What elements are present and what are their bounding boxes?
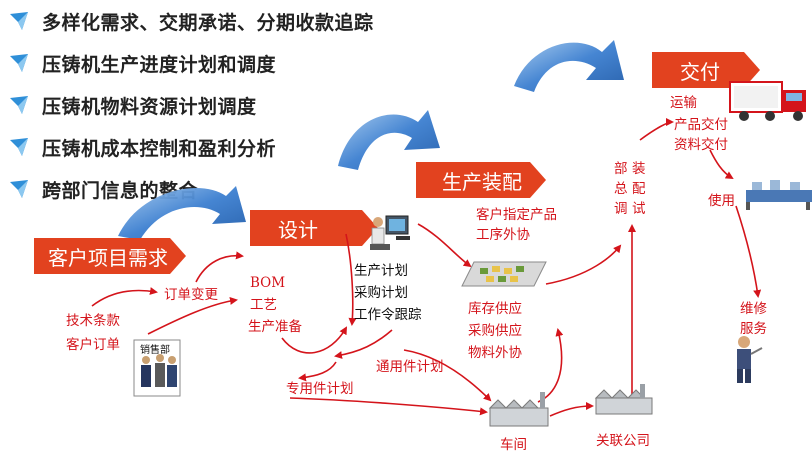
bullet-item: 多样化需求、交期承诺、分期收款追踪 [8, 6, 374, 36]
node-doc-delivery: 资料交付 [674, 137, 728, 153]
node-process: 工艺 [250, 297, 277, 313]
stage-banner-shape [652, 52, 760, 88]
bullet-text: 压铸机物料资源计划调度 [42, 95, 257, 118]
bullet-item: 压铸机生产进度计划和调度 [8, 48, 276, 78]
node-assemble-char: 配 [632, 181, 646, 197]
node-assemble-char: 总 [614, 181, 628, 197]
bullet-text: 多样化需求、交期承诺、分期收款追踪 [42, 11, 374, 34]
node-affiliate: 关联公司 [596, 433, 650, 449]
blue-arrow-bullet-icon [10, 12, 28, 30]
node-assemble-char: 试 [632, 201, 646, 217]
node-customer-specified: 客户指定产品 [476, 207, 557, 223]
bullet-item: 压铸机成本控制和盈利分析 [8, 132, 276, 162]
node-assemble-char: 部 [614, 161, 628, 177]
warehouse-illustration [461, 261, 547, 287]
node-bom: BOM [250, 275, 286, 291]
node-purchase-supply: 采购供应 [468, 323, 522, 339]
node-product-delivery: 产品交付 [674, 117, 728, 133]
node-order-change: 订单变更 [164, 287, 218, 303]
node-prod-prep: 生产准备 [248, 319, 302, 335]
sales-dept-label: 销售部 [140, 345, 170, 356]
node-assemble-char: 调 [614, 201, 628, 217]
stage-arc-arrow [338, 110, 440, 170]
production-line-illustration [746, 180, 812, 210]
node-stock-supply: 库存供应 [468, 301, 522, 317]
blue-arrow-bullet-icon [10, 138, 28, 156]
stage-customer-requirement: 客户项目需求 [48, 245, 168, 270]
stage-arc-arrow [118, 186, 246, 240]
delivery-truck-icon [729, 81, 806, 121]
blue-arrow-bullet-icon [10, 96, 28, 114]
blue-arrow-bullet-icon [10, 54, 28, 72]
stage-banner-shape [416, 162, 546, 198]
stage-assembly: 生产装配 [442, 169, 522, 194]
node-use: 使用 [708, 193, 735, 209]
sales-dept-illustration [133, 339, 181, 397]
stage-design: 设计 [278, 217, 318, 242]
bullet-item: 跨部门信息的整合 [8, 174, 198, 204]
node-common-parts: 通用件计划 [376, 359, 444, 375]
node-transport: 运输 [670, 95, 697, 111]
engineer-computer-illustration [370, 215, 410, 250]
stage-banner-shape [34, 238, 186, 274]
repair-worker-illustration [737, 336, 763, 383]
bullet-item: 压铸机物料资源计划调度 [8, 90, 257, 120]
node-outsourcing: 工序外协 [476, 227, 530, 243]
node-special-parts: 专用件计划 [286, 381, 354, 397]
affiliate-factory-icon [594, 384, 653, 415]
node-prod-plan: 生产计划 [354, 263, 408, 279]
node-workshop: 车间 [500, 437, 527, 453]
bullet-text: 跨部门信息的整合 [42, 179, 199, 202]
blue-arrow-bullet-icon [10, 180, 28, 198]
node-work-order: 工作令跟踪 [354, 307, 422, 323]
node-service: 服务 [740, 321, 767, 337]
stage-delivery: 交付 [680, 59, 720, 84]
node-material-outsourcing: 物料外协 [468, 345, 522, 361]
node-purchase-plan: 采购计划 [354, 285, 408, 301]
node-tech-terms: 技术条款 [66, 313, 120, 329]
bullet-text: 压铸机成本控制和盈利分析 [42, 137, 277, 160]
node-customer-order: 客户订单 [66, 337, 120, 353]
node-repair: 维修 [740, 301, 767, 317]
stage-arc-arrow [514, 40, 624, 92]
workshop-factory-icon [488, 392, 549, 427]
bullet-text: 压铸机生产进度计划和调度 [42, 53, 277, 76]
node-assemble-char: 装 [632, 161, 646, 177]
